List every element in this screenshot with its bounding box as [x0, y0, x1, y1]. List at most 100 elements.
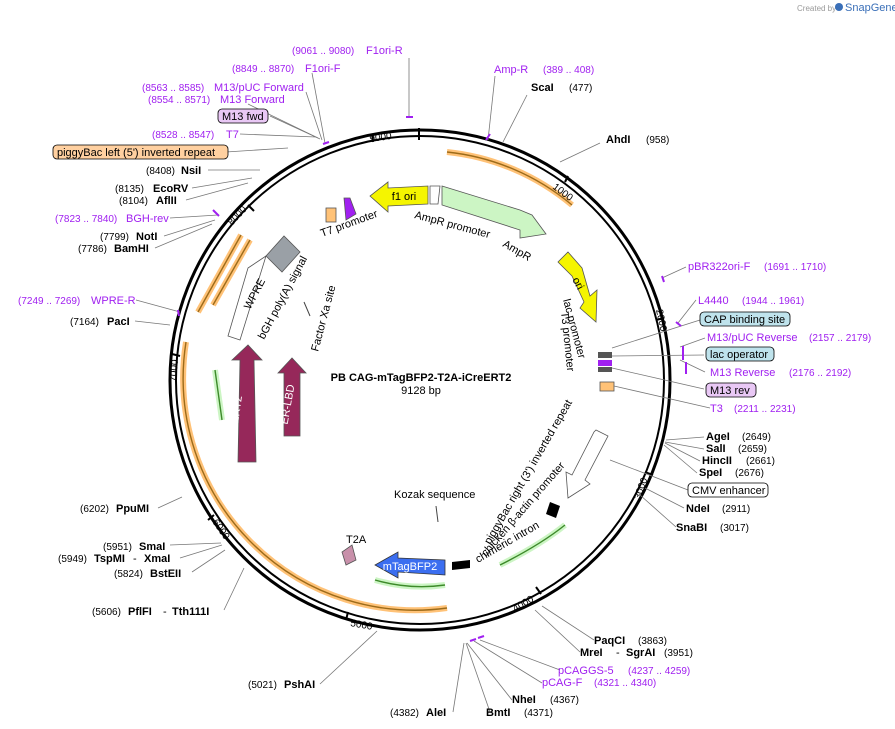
piggybac-right-feature [565, 429, 609, 499]
piggybac-left-box [52, 144, 229, 160]
nhei-name: NheI [512, 694, 536, 706]
credit-brand: SnapGene [845, 2, 895, 14]
ert2-span-line [214, 369, 223, 421]
lac-promoter-feature [598, 352, 612, 358]
ampr-feature [441, 185, 547, 239]
t7-primer-name: T7 [226, 129, 239, 141]
er-lbd-feature [277, 357, 307, 437]
cap-binding-box [699, 311, 791, 327]
ampr-promoter-feature [429, 185, 441, 205]
t3-primer-name: T3 [710, 403, 723, 415]
pcaggs5-range: (4237 .. 4259) [628, 666, 690, 677]
bsteii-name: BstEII [150, 568, 181, 580]
ecorv-pos: (8135) [115, 184, 144, 195]
tick-4000-mark [535, 586, 542, 595]
alei-pos: (4382) [390, 708, 419, 719]
m13-fwd-label: M13 fwd [222, 111, 264, 123]
kozak-label: Kozak sequence [394, 489, 475, 501]
sali-pos: (2659) [738, 444, 767, 455]
noti-name: NotI [136, 231, 157, 243]
aflii-name: AflII [156, 195, 177, 207]
pcag-f-name: pCAG-F [542, 677, 583, 689]
nhei-pos: (4367) [550, 695, 579, 706]
bmti-pos: (4371) [524, 708, 553, 719]
tick-5000: 5000 [349, 618, 373, 633]
cap-binding-label: CAP binding site [704, 314, 785, 326]
spei-name: SpeI [699, 467, 722, 479]
f1ori-r-name: F1ori-R [366, 45, 403, 57]
pshai-name: PshAI [284, 679, 315, 691]
ppumi-pos: (6202) [80, 504, 109, 515]
m13-rev-box [705, 382, 757, 398]
mtagbfp2-span-line [374, 579, 446, 588]
ori-feature [557, 251, 598, 323]
pflfi-name: PflFI [128, 606, 152, 618]
lac-operator-feature [598, 360, 612, 366]
t3-primer-range: (2211 .. 2231) [734, 404, 796, 415]
m13-reverse-name: M13 Reverse [710, 367, 775, 379]
m13puc-fwd-name: M13/pUC Forward [214, 82, 304, 94]
tick-9000: 9000 [369, 131, 393, 145]
ampr-label: AmpR [501, 238, 534, 264]
tick-7000: 7000 [168, 359, 181, 383]
m13puc-rev-range: (2157 .. 2179) [809, 333, 871, 344]
t3-promoter-feature [599, 381, 615, 392]
nsii-name: NsiI [181, 165, 201, 177]
ert2-feature [230, 344, 263, 463]
m13puc-fwd-range: (8563 .. 8585) [142, 83, 204, 94]
hincii-name: HincII [702, 455, 732, 467]
cag-span-line [182, 341, 448, 611]
bgh-polya-feature [265, 235, 301, 273]
t7-primer-range: (8528 .. 8547) [152, 130, 214, 141]
ecorv-name: EcoRV [153, 183, 189, 195]
paqci-name: PaqCI [594, 635, 625, 647]
bamhi-pos: (7786) [78, 244, 107, 255]
sgrai-name: SgrAI [626, 647, 655, 659]
paci-pos: (7164) [70, 317, 99, 328]
m13-rev-feature [598, 367, 612, 372]
tick-8000-mark [247, 204, 255, 212]
snapgene-logo-icon [835, 3, 843, 11]
ampr-span-line [446, 151, 573, 206]
f1ori-feature [369, 181, 429, 213]
bsteii-pos: (5824) [114, 569, 143, 580]
wpre-feature [227, 255, 267, 341]
tick-9000-mark [371, 133, 374, 143]
t7-promoter-feature [325, 207, 337, 223]
snabi-name: SnaBI [676, 522, 707, 534]
tick-7000-mark [171, 353, 181, 357]
m13-forward-range: (8554 .. 8571) [148, 95, 210, 106]
hincii-pos: (2661) [746, 456, 775, 467]
f1ori-f-name: F1ori-F [305, 63, 341, 75]
l4440-range: (1944 .. 1961) [742, 296, 804, 307]
intron-span-line [499, 524, 566, 566]
scai-pos: (477) [569, 83, 592, 94]
wpre-r-range: (7249 .. 7269) [18, 296, 80, 307]
aflii-pos: (8104) [119, 196, 148, 207]
m13-reverse-range: (2176 .. 2192) [789, 368, 851, 379]
tspmi-xmai-sep: - [133, 553, 137, 565]
alei-name: AleI [426, 707, 446, 719]
plasmid-size: 9128 bp [401, 385, 441, 397]
xmai-name: XmaI [144, 553, 170, 565]
ert2-label: ERT2 [229, 395, 245, 424]
amp-r-range: (389 .. 408) [543, 65, 594, 76]
amp-r-name: Amp-R [494, 64, 528, 76]
lac-operator-label: lac operator [710, 349, 768, 361]
smai-pos: (5951) [103, 542, 132, 553]
tspmi-name: TspMI [94, 553, 125, 565]
plasmid-name: PB CAG-mTagBFP2-T2A-iCreERT2 [331, 372, 512, 384]
mtagbfp2-feature [374, 551, 446, 579]
kozak-marker [452, 560, 470, 570]
agei-pos: (2649) [742, 432, 771, 443]
nsii-pos: (8408) [146, 166, 175, 177]
f1ori-f-range: (8849 .. 8870) [232, 64, 294, 75]
m13-fwd-feature [343, 197, 357, 221]
t2a-label: T2A [346, 534, 367, 546]
pbr322-name: pBR322ori-F [688, 261, 751, 273]
snabi-pos: (3017) [720, 523, 749, 534]
ppumi-name: PpuMI [116, 503, 149, 515]
scai-name: ScaI [531, 82, 554, 94]
tick-6000-mark [207, 514, 215, 521]
m13-rev-label: M13 rev [710, 385, 750, 397]
